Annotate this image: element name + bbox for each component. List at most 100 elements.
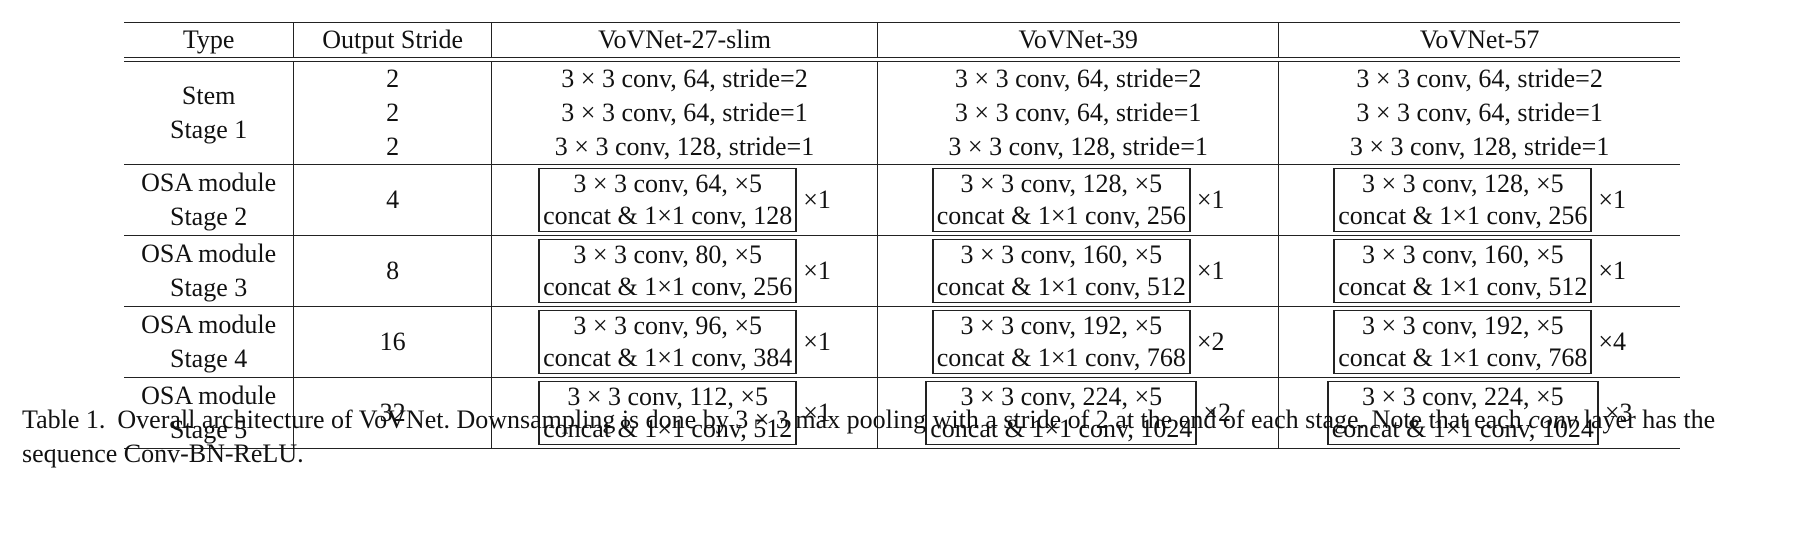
osa-block-bracket: 3 × 3 conv, 80, ×5 concat & 1×1 conv, 25… bbox=[538, 239, 798, 303]
osa-conv-line: 3 × 3 conv, 64, ×5 bbox=[573, 169, 763, 198]
osa-block-cell: 3 × 3 conv, 112, ×5 concat & 1×1 conv, 5… bbox=[491, 377, 879, 449]
osa-conv-line: 3 × 3 conv, 224, ×5 bbox=[1361, 382, 1564, 411]
osa-block-cell: 3 × 3 conv, 128, ×5 concat & 1×1 conv, 2… bbox=[877, 164, 1280, 236]
osa-block-bracket: 3 × 3 conv, 224, ×5 concat & 1×1 conv, 1… bbox=[1326, 381, 1599, 445]
repeat-multiplier: ×1 bbox=[1196, 256, 1225, 285]
osa-conv-line: 3 × 3 conv, 112, ×5 bbox=[567, 382, 769, 411]
type-cell: OSA module Stage 2 bbox=[124, 164, 295, 236]
stride-cell: 2 bbox=[293, 130, 492, 165]
header-vovnet-39: VoVNet-39 bbox=[877, 22, 1280, 58]
osa-block-bracket: 3 × 3 conv, 128, ×5 concat & 1×1 conv, 2… bbox=[931, 168, 1191, 232]
osa-block-bracket: 3 × 3 conv, 112, ×5 concat & 1×1 conv, 5… bbox=[538, 381, 798, 445]
header-output-stride: Output Stride bbox=[293, 22, 492, 58]
stem-cell: 3 × 3 conv, 64, stride=1 bbox=[491, 96, 879, 130]
osa-block-cell: 3 × 3 conv, 224, ×5 concat & 1×1 conv, 1… bbox=[877, 377, 1280, 449]
osa-conv-line: 3 × 3 conv, 128, ×5 bbox=[960, 169, 1163, 198]
stem-cell: 3 × 3 conv, 64, stride=2 bbox=[877, 61, 1280, 96]
stride-cell: 16 bbox=[293, 306, 492, 378]
caption-label: Table 1. bbox=[22, 405, 106, 434]
type-stem-stage1: Stem Stage 1 bbox=[124, 61, 295, 165]
osa-block-cell: 3 × 3 conv, 160, ×5 concat & 1×1 conv, 5… bbox=[877, 235, 1280, 307]
osa-conv-line: 3 × 3 conv, 80, ×5 bbox=[573, 240, 763, 269]
osa-concat-line: concat & 1×1 conv, 512 bbox=[1338, 272, 1588, 301]
osa-conv-line: 3 × 3 conv, 192, ×5 bbox=[960, 311, 1163, 340]
repeat-multiplier: ×1 bbox=[803, 185, 831, 214]
osa-concat-line: concat & 1×1 conv, 1024 bbox=[1331, 414, 1594, 443]
osa-concat-line: concat & 1×1 conv, 384 bbox=[543, 343, 793, 372]
osa-concat-line: concat & 1×1 conv, 128 bbox=[543, 201, 793, 230]
stride-cell: 4 bbox=[293, 164, 492, 236]
type-line: OSA module bbox=[141, 239, 277, 268]
architecture-table: Type Output Stride VoVNet-27-slim VoVNet… bbox=[124, 22, 1680, 449]
osa-block-bracket: 3 × 3 conv, 64, ×5 concat & 1×1 conv, 12… bbox=[538, 168, 798, 232]
osa-block-cell: 3 × 3 conv, 80, ×5 concat & 1×1 conv, 25… bbox=[491, 235, 879, 307]
repeat-multiplier: ×1 bbox=[1196, 185, 1225, 214]
repeat-multiplier: ×1 bbox=[1598, 185, 1626, 214]
osa-concat-line: concat & 1×1 conv, 256 bbox=[936, 201, 1186, 230]
header-vovnet-27-slim: VoVNet-27-slim bbox=[491, 22, 879, 58]
header-vovnet-57: VoVNet-57 bbox=[1278, 22, 1680, 58]
osa-conv-line: 3 × 3 conv, 192, ×5 bbox=[1361, 311, 1564, 340]
osa-block-bracket: 3 × 3 conv, 160, ×5 concat & 1×1 conv, 5… bbox=[1333, 239, 1593, 303]
osa-block-bracket: 3 × 3 conv, 192, ×5 concat & 1×1 conv, 7… bbox=[1333, 310, 1593, 374]
osa-concat-line: concat & 1×1 conv, 512 bbox=[936, 272, 1186, 301]
osa-conv-line: 3 × 3 conv, 96, ×5 bbox=[573, 311, 763, 340]
osa-block-cell: 3 × 3 conv, 160, ×5 concat & 1×1 conv, 5… bbox=[1278, 235, 1680, 307]
osa-conv-line: 3 × 3 conv, 224, ×5 bbox=[960, 382, 1163, 411]
osa-conv-line: 3 × 3 conv, 160, ×5 bbox=[960, 240, 1163, 269]
caption-italic-term: conv bbox=[1528, 405, 1578, 434]
osa-concat-line: concat & 1×1 conv, 256 bbox=[543, 272, 793, 301]
table-caption: Table 1. Overall architecture of VoVNet. … bbox=[22, 403, 1792, 471]
osa-block-bracket: 3 × 3 conv, 160, ×5 concat & 1×1 conv, 5… bbox=[931, 239, 1191, 303]
type-line: Stage 1 bbox=[170, 115, 248, 144]
stride-cell: 32 bbox=[293, 377, 492, 449]
stride-cell: 2 bbox=[293, 96, 492, 130]
osa-block-bracket: 3 × 3 conv, 128, ×5 concat & 1×1 conv, 2… bbox=[1333, 168, 1593, 232]
repeat-multiplier: ×1 bbox=[803, 256, 831, 285]
osa-block-bracket: 3 × 3 conv, 96, ×5 concat & 1×1 conv, 38… bbox=[538, 310, 798, 374]
stride-cell: 8 bbox=[293, 235, 492, 307]
osa-block-cell: 3 × 3 conv, 128, ×5 concat & 1×1 conv, 2… bbox=[1278, 164, 1680, 236]
table-row: Stem Stage 1 2 3 × 3 conv, 64, stride=2 … bbox=[124, 61, 1680, 165]
stem-cell: 3 × 3 conv, 128, stride=1 bbox=[491, 130, 879, 165]
repeat-multiplier: ×2 bbox=[1203, 398, 1232, 427]
osa-concat-line: concat & 1×1 conv, 768 bbox=[1338, 343, 1588, 372]
osa-block-bracket: 3 × 3 conv, 224, ×5 concat & 1×1 conv, 1… bbox=[925, 381, 1198, 445]
header-double-rule bbox=[124, 57, 1680, 62]
type-line: Stage 3 bbox=[170, 273, 248, 302]
caption-text-end: layer has the sequence Conv-BN-ReLU. bbox=[22, 405, 1716, 468]
table-row: OSA module Stage 2 4 3 × 3 conv, 64, ×5 … bbox=[124, 164, 1680, 236]
type-line: Stage 2 bbox=[170, 202, 248, 231]
osa-block-cell: 3 × 3 conv, 192, ×5 concat & 1×1 conv, 7… bbox=[877, 306, 1280, 378]
repeat-multiplier: ×1 bbox=[1598, 256, 1626, 285]
osa-block-bracket: 3 × 3 conv, 192, ×5 concat & 1×1 conv, 7… bbox=[931, 310, 1191, 374]
stem-cell: 3 × 3 conv, 64, stride=2 bbox=[1356, 64, 1603, 93]
osa-block-cell: 3 × 3 conv, 96, ×5 concat & 1×1 conv, 38… bbox=[491, 306, 879, 378]
header-type: Type bbox=[124, 22, 295, 58]
stem-cell: 3 × 3 conv, 128, stride=1 bbox=[1349, 132, 1610, 161]
stem-cell: 3 × 3 conv, 64, stride=1 bbox=[1356, 98, 1603, 127]
type-line: Stage 4 bbox=[170, 344, 248, 373]
osa-block-cell: 3 × 3 conv, 224, ×5 concat & 1×1 conv, 1… bbox=[1278, 377, 1680, 449]
repeat-multiplier: ×3 bbox=[1604, 398, 1633, 427]
header-row: Type Output Stride VoVNet-27-slim VoVNet… bbox=[124, 22, 1680, 58]
type-cell: OSA module Stage 3 bbox=[124, 235, 295, 307]
repeat-multiplier: ×4 bbox=[1598, 327, 1626, 356]
osa-concat-line: concat & 1×1 conv, 768 bbox=[936, 343, 1186, 372]
osa-conv-line: 3 × 3 conv, 160, ×5 bbox=[1361, 240, 1564, 269]
table-row: OSA module Stage 5 32 3 × 3 conv, 112, ×… bbox=[124, 377, 1680, 449]
stride-cell: 2 bbox=[293, 61, 492, 96]
type-line: OSA module bbox=[141, 381, 277, 410]
type-line: Stem bbox=[181, 81, 236, 110]
stem-cell: 3 × 3 conv, 64, stride=2 bbox=[491, 61, 879, 96]
caption-text: Overall architecture of VoVNet. Downsamp… bbox=[117, 405, 1529, 434]
osa-block-cell: 3 × 3 conv, 64, ×5 concat & 1×1 conv, 12… bbox=[491, 164, 879, 236]
osa-conv-line: 3 × 3 conv, 128, ×5 bbox=[1361, 169, 1564, 198]
osa-concat-line: concat & 1×1 conv, 512 bbox=[543, 414, 793, 443]
type-line: Stage 5 bbox=[170, 415, 248, 444]
type-cell: OSA module Stage 5 bbox=[124, 377, 295, 449]
type-line: OSA module bbox=[141, 168, 277, 197]
type-line: OSA module bbox=[141, 310, 277, 339]
table-row: 2 3 × 3 conv, 128, stride=1 3 × 3 conv, … bbox=[124, 130, 1680, 165]
table-row: 2 3 × 3 conv, 64, stride=1 3 × 3 conv, 6… bbox=[124, 96, 1680, 130]
